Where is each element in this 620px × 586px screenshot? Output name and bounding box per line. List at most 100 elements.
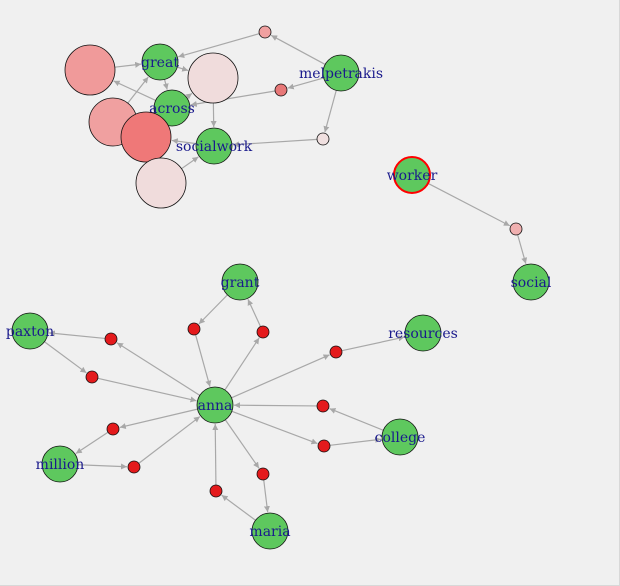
edge-socialwork-n_redC <box>171 138 197 145</box>
node-label: melpetrakis <box>299 66 383 82</box>
node-circle[interactable] <box>393 156 431 194</box>
edge-r4-anna <box>97 377 197 403</box>
node-circle[interactable] <box>209 484 223 498</box>
node-circle[interactable] <box>135 157 187 209</box>
node-socialwork[interactable]: socialwork <box>176 127 253 165</box>
edge-r1-anna <box>195 334 212 387</box>
node-r10[interactable] <box>256 467 270 481</box>
node-circle[interactable] <box>127 460 141 474</box>
node-worker[interactable]: worker <box>387 156 438 194</box>
node-circle[interactable] <box>256 325 270 339</box>
node-circle[interactable] <box>64 44 116 96</box>
edge-r6-anna <box>233 402 318 409</box>
node-circle[interactable] <box>187 322 201 336</box>
node-across[interactable]: across <box>149 89 195 127</box>
node-label: college <box>375 430 426 446</box>
node-circle[interactable] <box>120 111 172 163</box>
node-r6[interactable] <box>316 399 330 413</box>
edge-r7-million <box>75 431 109 455</box>
node-label: social <box>511 275 552 291</box>
node-circle[interactable] <box>509 222 523 236</box>
node-r9[interactable] <box>127 460 141 474</box>
edge-melpetrakis-s3 <box>323 90 337 133</box>
node-circle[interactable] <box>329 345 343 359</box>
edge-anna-r3 <box>116 342 201 396</box>
edge-s1-great <box>178 33 260 59</box>
node-n_redC[interactable] <box>120 111 172 163</box>
node-circle[interactable] <box>106 422 120 436</box>
node-circle[interactable] <box>316 399 330 413</box>
node-million[interactable]: million <box>36 445 85 483</box>
node-circle[interactable] <box>251 512 289 550</box>
node-anna[interactable]: anna <box>196 386 234 424</box>
node-maria[interactable]: maria <box>249 512 291 550</box>
edge-r9-anna <box>138 416 201 464</box>
edge-r2-grant <box>247 299 262 327</box>
node-label: anna <box>198 398 233 414</box>
edge-r8-college <box>329 436 382 446</box>
node-r4[interactable] <box>85 370 99 384</box>
node-circle[interactable] <box>195 127 233 165</box>
edge-college-r6 <box>329 408 384 431</box>
node-circle[interactable] <box>317 439 331 453</box>
node-social[interactable]: social <box>511 263 552 301</box>
edge-maria-r11 <box>221 494 256 521</box>
node-label: worker <box>387 168 438 184</box>
edge-r5-resources <box>341 335 405 352</box>
node-s4[interactable] <box>509 222 523 236</box>
node-label: paxton <box>6 324 54 340</box>
node-circle[interactable] <box>41 445 79 483</box>
node-circle[interactable] <box>256 467 270 481</box>
node-circle[interactable] <box>104 332 118 346</box>
node-s2[interactable] <box>274 83 288 97</box>
node-label: million <box>36 457 85 473</box>
edge-anna-r7 <box>119 408 198 429</box>
node-circle[interactable] <box>322 54 360 92</box>
node-r1[interactable] <box>187 322 201 336</box>
edge-anna-r5 <box>231 354 330 399</box>
node-r11[interactable] <box>209 484 223 498</box>
node-r7[interactable] <box>106 422 120 436</box>
edge-million-r9 <box>77 463 128 470</box>
node-resources[interactable]: resources <box>388 314 458 352</box>
node-s3[interactable] <box>316 132 330 146</box>
node-circle[interactable] <box>196 386 234 424</box>
node-circle[interactable] <box>404 314 442 352</box>
node-r5[interactable] <box>329 345 343 359</box>
edge-n_pinkA-great <box>114 61 142 68</box>
edge-r3-paxton <box>48 330 106 340</box>
node-n_pale1[interactable] <box>187 52 239 104</box>
node-melpetrakis[interactable]: melpetrakis <box>299 54 383 92</box>
edge-s2-across <box>190 90 276 107</box>
node-circle[interactable] <box>316 132 330 146</box>
node-circle[interactable] <box>221 263 259 301</box>
edge-n_pinkB-great <box>127 76 149 104</box>
node-s1[interactable] <box>258 25 272 39</box>
node-circle[interactable] <box>141 43 179 81</box>
node-circle[interactable] <box>258 25 272 39</box>
edge-across-n_pinkA <box>113 80 156 101</box>
edge-s4-social <box>517 234 528 264</box>
node-n_pale2[interactable] <box>135 157 187 209</box>
edge-r11-anna <box>212 423 219 486</box>
node-circle[interactable] <box>381 418 419 456</box>
node-label: great <box>141 55 179 71</box>
node-college[interactable]: college <box>375 418 426 456</box>
node-grant[interactable]: grant <box>221 263 260 301</box>
node-r2[interactable] <box>256 325 270 339</box>
node-circle[interactable] <box>512 263 550 301</box>
node-great[interactable]: great <box>141 43 179 81</box>
node-paxton[interactable]: paxton <box>6 312 54 350</box>
node-label: socialwork <box>176 139 253 155</box>
node-circle[interactable] <box>11 312 49 350</box>
node-circle[interactable] <box>187 52 239 104</box>
node-r3[interactable] <box>104 332 118 346</box>
node-circle[interactable] <box>153 89 191 127</box>
node-n_pinkA[interactable] <box>64 44 116 96</box>
node-r8[interactable] <box>317 439 331 453</box>
edge-great-n_pale1 <box>177 65 189 72</box>
edge-anna-r8 <box>231 410 318 445</box>
node-circle[interactable] <box>85 370 99 384</box>
node-circle[interactable] <box>274 83 288 97</box>
